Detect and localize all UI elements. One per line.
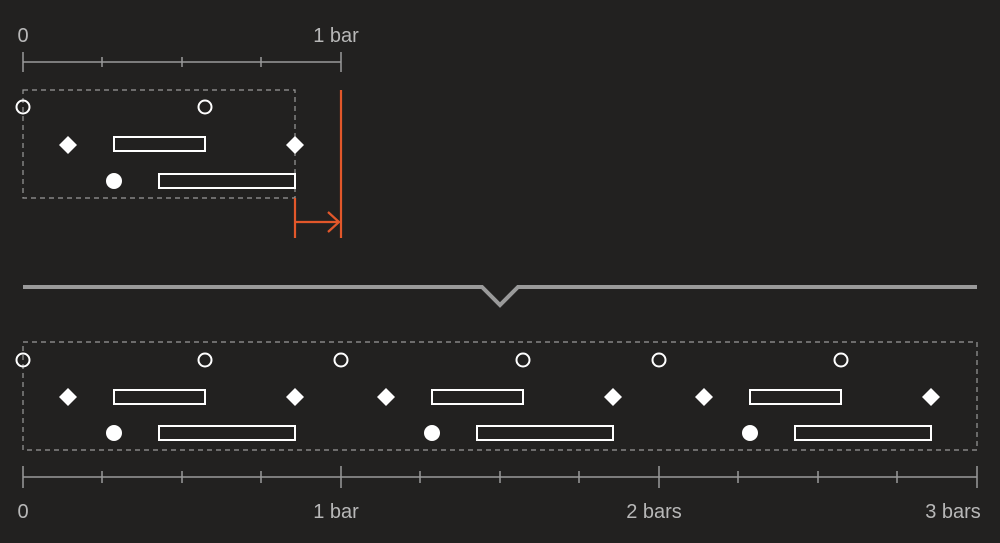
diamond-note (604, 388, 622, 406)
long-note (158, 173, 296, 189)
arrow-right-icon (327, 211, 341, 233)
bottom-ruler-label-3: 3 bars (925, 501, 981, 523)
open-circle-note (515, 352, 531, 368)
bottom-ruler-label-0: 0 (17, 501, 28, 523)
bottom-ruler-label-1: 1 bar (313, 501, 359, 523)
looped-bounds (22, 341, 978, 451)
long-note (794, 425, 932, 441)
open-circle-note (197, 352, 213, 368)
diamond-note (59, 388, 77, 406)
filled-circle-note (106, 173, 122, 189)
filled-circle-note (742, 425, 758, 441)
bottom-ruler-label-2: 2 bars (626, 501, 682, 523)
long-note (158, 425, 296, 441)
long-note (476, 425, 614, 441)
long-note (113, 136, 206, 152)
open-circle-note (197, 99, 213, 115)
diamond-note (377, 388, 395, 406)
diamond-note (59, 136, 77, 154)
diamond-note (286, 136, 304, 154)
filled-circle-note (424, 425, 440, 441)
top-ruler-label-1: 1 bar (313, 25, 359, 47)
diamond-note (695, 388, 713, 406)
top-pattern (15, 89, 304, 199)
filled-circle-note (106, 425, 122, 441)
long-note (113, 389, 206, 405)
top-ruler: 0 1 bar (17, 25, 359, 72)
open-circle-note (333, 352, 349, 368)
bottom-ruler: 0 1 bar 2 bars 3 bars (17, 466, 981, 523)
diamond-note (922, 388, 940, 406)
top-ruler-label-0: 0 (17, 25, 28, 47)
open-circle-note (15, 352, 31, 368)
expand-divider (23, 285, 977, 308)
open-circle-note (833, 352, 849, 368)
open-circle-note (651, 352, 667, 368)
bottom-pattern (15, 341, 978, 451)
long-note (749, 389, 842, 405)
long-note (431, 389, 524, 405)
extend-indicator (293, 90, 343, 238)
diamond-note (286, 388, 304, 406)
open-circle-note (15, 99, 31, 115)
